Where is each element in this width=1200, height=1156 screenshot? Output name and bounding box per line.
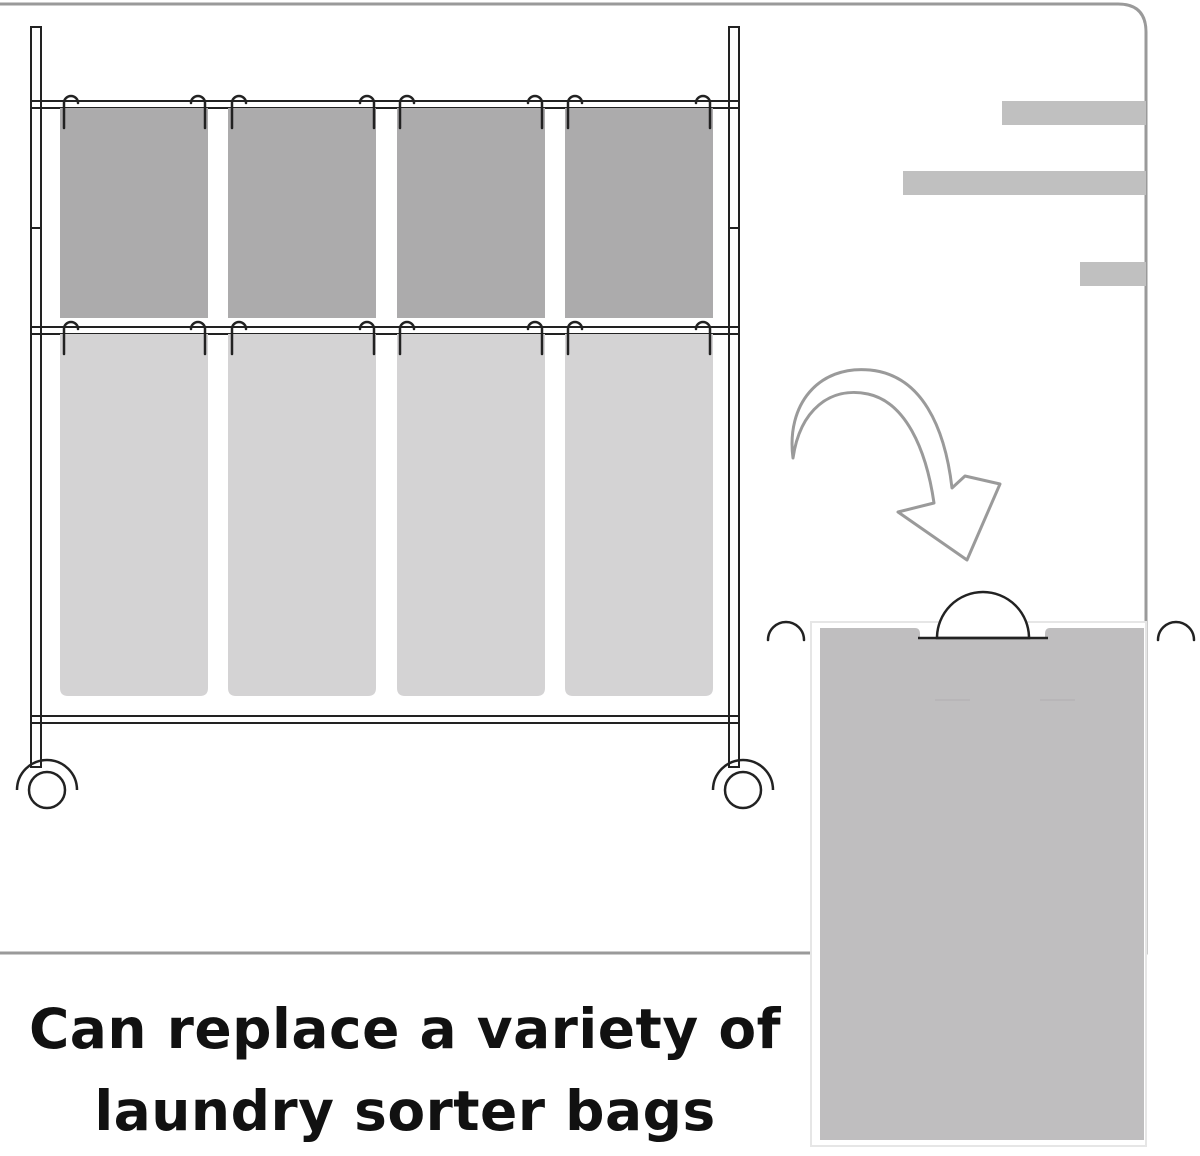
middle-rail [30,326,740,335]
hook-icon [230,94,248,130]
semicircle-handle-icon [935,590,1031,640]
hook-icon [398,94,416,130]
hook-icon [1156,620,1196,642]
bag-bottom-1 [60,334,208,696]
wheel-guard-right [711,758,775,791]
bag-top-2 [228,108,376,318]
hook-icon [398,320,416,356]
wheel-icon [27,770,67,810]
hook-icon [62,94,80,130]
hook-icon [62,320,80,356]
hook-icon [526,94,544,130]
hook-icon [230,320,248,356]
top-rail [30,100,740,109]
motion-bars [903,101,1146,286]
caption-line-1: Can replace a variety of [28,997,782,1061]
hook-icon [189,94,207,130]
hook-icon [566,94,584,130]
bottom-rail [30,715,740,724]
caption: Can replace a variety of laundry sorter … [0,988,810,1152]
bag-top-4 [565,108,713,318]
left-upright [30,26,42,768]
curved-arrow-icon [790,368,1002,562]
hooks-middle [62,320,712,356]
motion-bar-3 [1080,262,1146,286]
bag-bottom-2 [228,334,376,696]
wheels [15,758,775,810]
hook-icon [189,320,207,356]
sorter-bags-top [60,108,713,318]
hook-icon [766,620,806,642]
wheel-guard-left [15,758,79,791]
hook-icon [358,320,376,356]
sorter-bags-bottom [60,334,713,696]
hook-icon [566,320,584,356]
hook-icon [358,94,376,130]
caption-line-2: laundry sorter bags [94,1079,716,1143]
replacement-bag [766,590,1196,1147]
motion-bar-2 [903,171,1146,195]
bag-top-1 [60,108,208,318]
right-upright [728,26,740,768]
wheel-icon [723,770,763,810]
hook-icon [694,320,712,356]
hooks-top [62,94,712,130]
replacement-bag-body [820,628,1144,1140]
hook-icon [526,320,544,356]
bag-top-3 [397,108,545,318]
sorter-frame [30,26,740,768]
bag-bottom-4 [565,334,713,696]
hook-icon [694,94,712,130]
motion-bar-1 [1002,101,1146,125]
bag-bottom-3 [397,334,545,696]
